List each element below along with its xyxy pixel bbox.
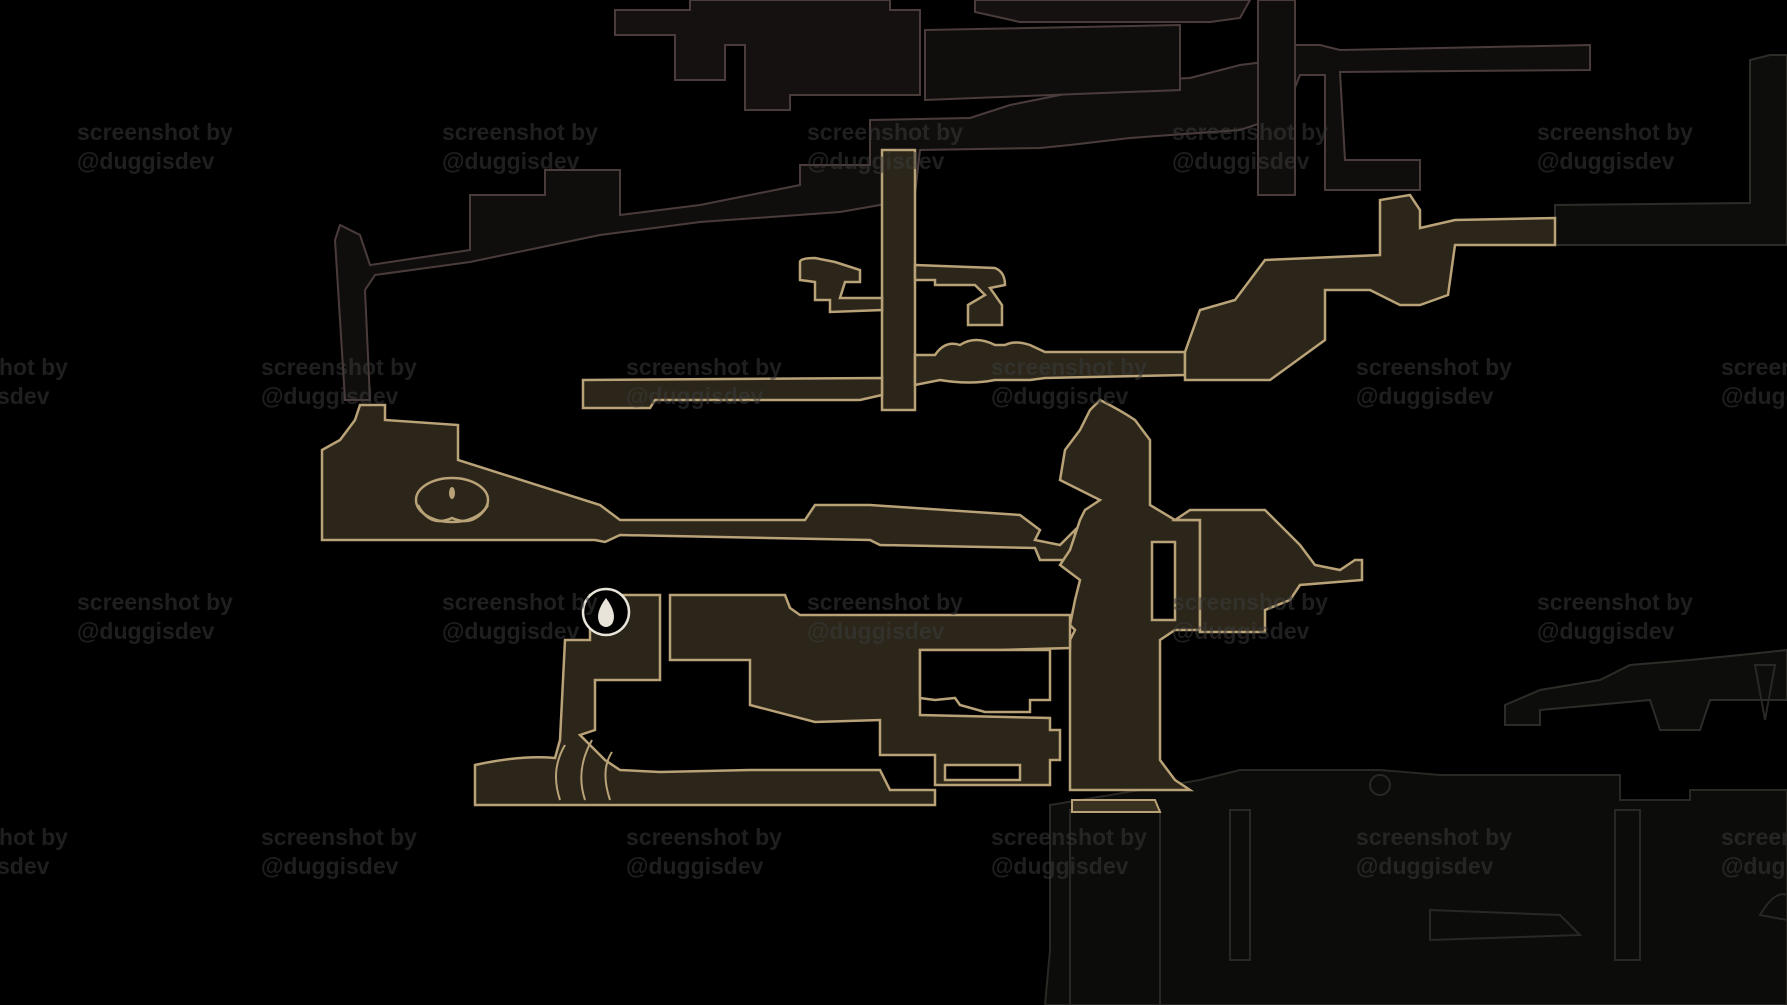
faded-long-corridor xyxy=(333,43,1591,401)
unexplored-region-east xyxy=(1043,54,1787,1005)
east-corridor xyxy=(1554,54,1787,246)
faded-connector xyxy=(924,23,1181,102)
central-shaft-north xyxy=(880,148,917,412)
faded-shaft-right xyxy=(1257,0,1296,196)
player-marker-drop xyxy=(598,598,614,627)
bench-eye xyxy=(449,487,455,499)
faded-region-north xyxy=(333,0,1591,401)
lower-maze-inner xyxy=(918,648,1052,714)
explored-region xyxy=(320,148,1557,813)
bench-base xyxy=(416,504,490,523)
east-shell-icon xyxy=(1753,664,1777,721)
bottom-floor-strip xyxy=(1071,799,1162,813)
lower-maze-hall xyxy=(668,593,1072,787)
faded-passage-top xyxy=(974,0,1252,23)
faded-room-upper-left xyxy=(614,0,921,111)
small-room-west xyxy=(798,256,884,314)
south-pillar-2 xyxy=(1614,809,1641,961)
east-hook-room xyxy=(1170,508,1364,634)
player-location-pin-icon[interactable] xyxy=(581,587,631,637)
east-room-lower xyxy=(1504,648,1787,731)
south-east-shell-icon xyxy=(1758,893,1787,922)
west-branch-corridor xyxy=(581,376,884,410)
shell-bench-icon[interactable] xyxy=(414,476,490,524)
south-shaft xyxy=(1069,809,1161,1005)
small-room-east xyxy=(913,263,1007,327)
south-ring-icon xyxy=(1369,774,1391,796)
arch-ornaments xyxy=(555,739,613,801)
mid-cross-corridor xyxy=(913,338,1187,387)
central-spine xyxy=(1058,398,1202,792)
north-east-room xyxy=(1183,193,1557,382)
south-west-hall xyxy=(473,593,937,807)
west-grand-room xyxy=(320,403,1077,562)
lower-maze-stub xyxy=(943,763,1022,782)
south-pillar xyxy=(1229,809,1251,961)
central-spine-gap xyxy=(1150,540,1177,622)
bench-shell xyxy=(414,476,490,524)
south-ledge xyxy=(1429,908,1583,942)
